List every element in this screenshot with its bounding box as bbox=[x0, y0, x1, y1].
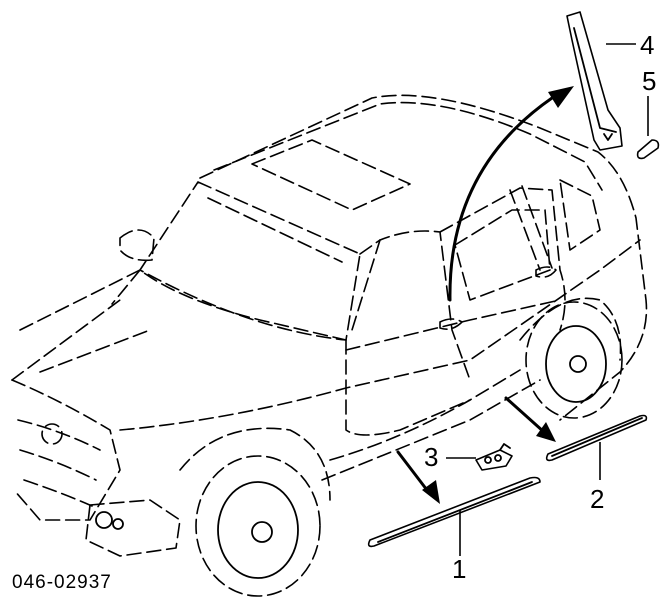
callout-2: 2 bbox=[590, 484, 604, 514]
leader-lines bbox=[446, 43, 649, 556]
part-rear-molding bbox=[545, 414, 648, 462]
callout-3: 3 bbox=[424, 442, 438, 472]
part-front-molding bbox=[367, 476, 541, 548]
part-clip bbox=[475, 443, 513, 471]
part-pillar-trim bbox=[566, 11, 623, 151]
callout-5: 5 bbox=[642, 66, 656, 96]
callout-4: 4 bbox=[640, 30, 654, 60]
part-plug bbox=[636, 139, 660, 160]
vehicle-outline bbox=[11, 94, 648, 597]
assembly-arrows bbox=[396, 86, 574, 504]
callout-1: 1 bbox=[452, 554, 466, 584]
reference-code: 046-02937 bbox=[12, 572, 112, 593]
